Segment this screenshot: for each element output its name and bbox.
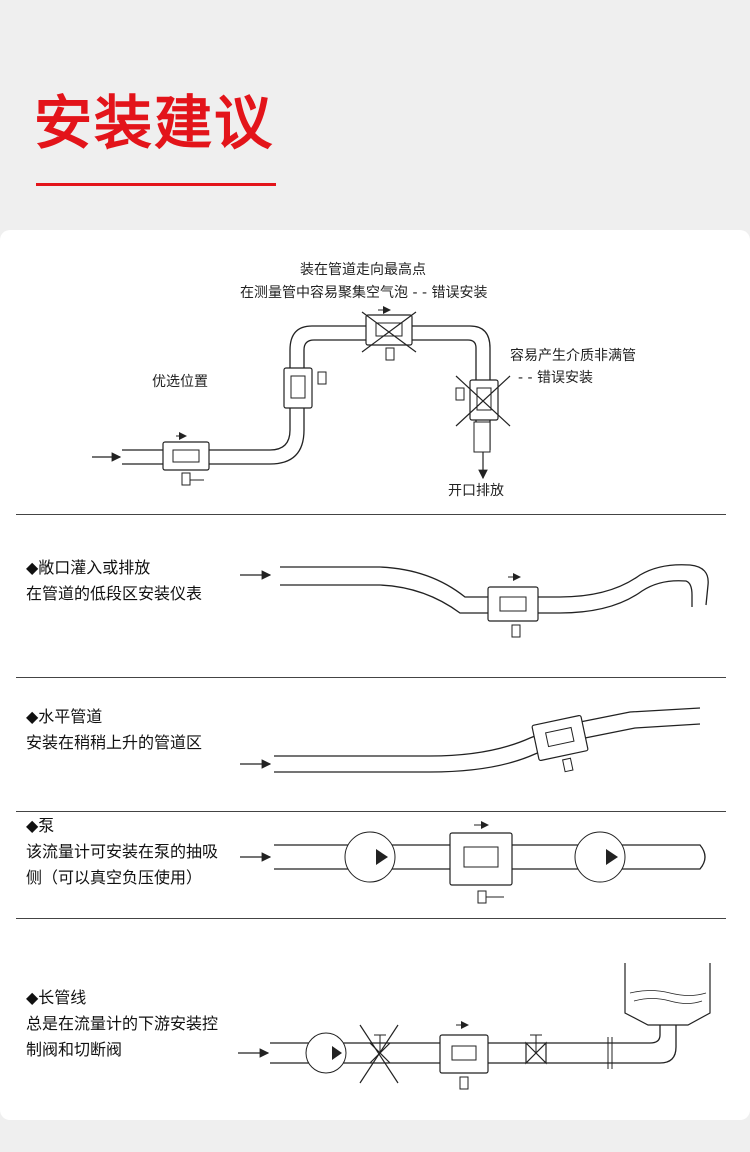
flowmeter-icon [531, 714, 589, 773]
section-title-long-pipeline: ◆长管线 [26, 988, 87, 1007]
flowmeter-icon [365, 306, 413, 361]
section-title-pump: ◆泵 [26, 816, 55, 835]
section-divider [16, 514, 726, 515]
content-card: 装在管道走向最高点 在测量管中容易聚集空气泡 - - 错误安装 容易产生介质非满… [0, 230, 750, 1120]
section-divider [16, 811, 726, 812]
section-desc-pump: 该流量计可安装在泵的抽吸侧（可以真空负压使用） [26, 842, 219, 887]
section-title-open-inlet: ◆敞口灌入或排放 [26, 558, 151, 577]
flowmeter-icon [449, 821, 513, 904]
flowmeter-icon [487, 573, 539, 638]
section-desc-open-inlet: 在管道的低段区安装仪表 [26, 584, 203, 603]
flowmeter-icon [455, 379, 499, 421]
label-wrong-install: - - 错误安装 [518, 370, 594, 386]
label-open-discharge: 开口排放 [448, 483, 504, 499]
valve-icon [525, 1034, 547, 1065]
diagram-open-inlet [240, 564, 709, 638]
label-preferred-position: 优选位置 [152, 374, 208, 390]
section-desc-long-pipeline: 总是在流量计的下游安装控制阀和切断阀 [26, 1014, 219, 1059]
flowmeter-icon [439, 1021, 489, 1090]
valve-icon [369, 1034, 391, 1064]
flowmeter-icon [283, 367, 327, 409]
label-air-bubbles-wrong: 在测量管中容易聚集空气泡 - - 错误安装 [240, 285, 488, 301]
pump-icon [305, 1032, 347, 1074]
top-piping-diagram [92, 306, 511, 486]
section-divider [16, 918, 726, 919]
flowmeter-icon [162, 432, 210, 486]
page-title: 安装建议 [34, 89, 275, 157]
pump-icon [344, 831, 396, 883]
label-not-full-pipe: 容易产生介质非满管 [510, 348, 636, 364]
pump-icon [574, 831, 626, 883]
section-divider [16, 677, 726, 678]
cross-out-icon [455, 375, 511, 427]
cross-out-icon [361, 311, 417, 353]
diagram-pump [240, 821, 706, 904]
diagram-horizontal-pipe [240, 707, 701, 773]
label-highest-point: 装在管道走向最高点 [300, 262, 426, 278]
title-underline [36, 183, 276, 186]
section-desc-horizontal-pipe: 安装在稍稍上升的管道区 [26, 733, 203, 752]
cross-out-icon [359, 1024, 399, 1084]
diagram-long-pipeline [238, 963, 711, 1090]
tank-icon [624, 963, 711, 1026]
section-title-horizontal-pipe: ◆水平管道 [26, 707, 103, 726]
